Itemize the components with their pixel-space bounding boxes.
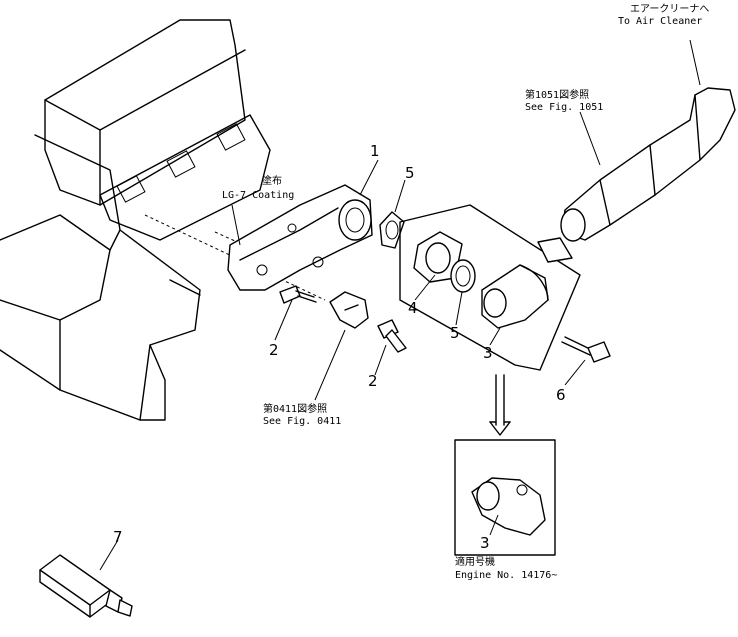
fig0411-jp: 第0411図参照 [263, 402, 327, 415]
bolt-part-2-right [377, 319, 407, 353]
callout-6: 6 [556, 386, 566, 404]
inset-box [454, 439, 556, 556]
arrow-down-icon [489, 374, 511, 436]
callout-3-inset: 3 [480, 534, 490, 552]
air-cleaner-en: To Air Cleaner [618, 16, 702, 27]
callout-3-main: 3 [483, 344, 493, 362]
bracket [329, 291, 369, 329]
air-intake-pipe [537, 87, 736, 263]
callout-5-upper: 5 [405, 164, 415, 182]
air-cleaner-jp: エアークリーナへ [630, 3, 709, 15]
engine-jp: 適用号機 [455, 555, 495, 568]
callout-5-lower: 5 [450, 324, 460, 342]
coating-en: LG-7 Coating [222, 190, 294, 201]
callout-numbers: 1 2 2 4 5 5 3 6 3 7 [113, 142, 566, 552]
callout-4: 4 [408, 299, 418, 317]
annotations: エアークリーナへ To Air Cleaner 第1051図参照 See Fig… [222, 3, 709, 581]
parts-panel [399, 204, 581, 371]
callout-7: 7 [113, 528, 123, 546]
coating-jp: 塗布 [262, 174, 282, 187]
callout-2-left: 2 [269, 341, 279, 359]
fig1051-jp: 第1051図参照 [525, 88, 589, 101]
exhaust-elbow-part-1 [227, 184, 373, 291]
leader-lines [99, 39, 701, 571]
bolt-part-2-left [279, 285, 317, 304]
fig0411-en: See Fig. 0411 [263, 416, 341, 427]
engine-en: Engine No. 14176~ [455, 570, 557, 581]
tube-part-7 [39, 554, 133, 618]
callout-2-right: 2 [368, 372, 378, 390]
bolt-part-6 [561, 336, 611, 363]
fig1051-en: See Fig. 1051 [525, 102, 603, 113]
engine-block [0, 19, 326, 421]
callout-1: 1 [370, 142, 380, 160]
